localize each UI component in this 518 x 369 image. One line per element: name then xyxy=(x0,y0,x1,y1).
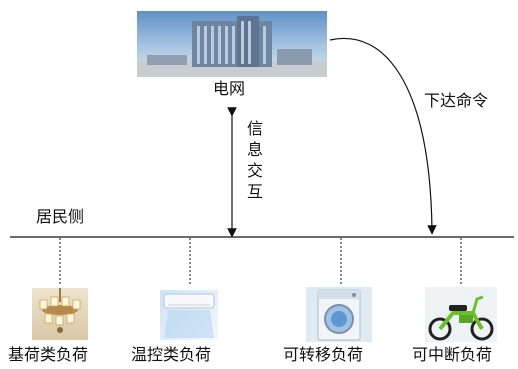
interaction-char: 信 xyxy=(246,119,263,138)
chandelier-image xyxy=(32,288,88,340)
interaction-char: 互 xyxy=(246,182,263,201)
interaction-char: 交 xyxy=(246,161,263,180)
load-label: 温控类负荷 xyxy=(131,345,212,364)
interaction-char: 息 xyxy=(246,140,263,159)
load-label: 基荷类负荷 xyxy=(8,345,89,364)
command-arrow xyxy=(329,38,437,235)
power-grid-building-image xyxy=(137,11,327,77)
grid-label: 电网 xyxy=(213,79,246,98)
resident-side-label: 居民侧 xyxy=(36,207,85,226)
load-label: 可中断负荷 xyxy=(412,345,493,364)
command-label: 下达命令 xyxy=(424,91,489,110)
load-label: 可转移负荷 xyxy=(283,345,364,364)
air-conditioner-image xyxy=(160,290,218,340)
washing-machine-image xyxy=(306,287,372,342)
interaction-label: 信 息 交 互 xyxy=(246,118,264,202)
electric-bicycle-image xyxy=(425,287,497,342)
